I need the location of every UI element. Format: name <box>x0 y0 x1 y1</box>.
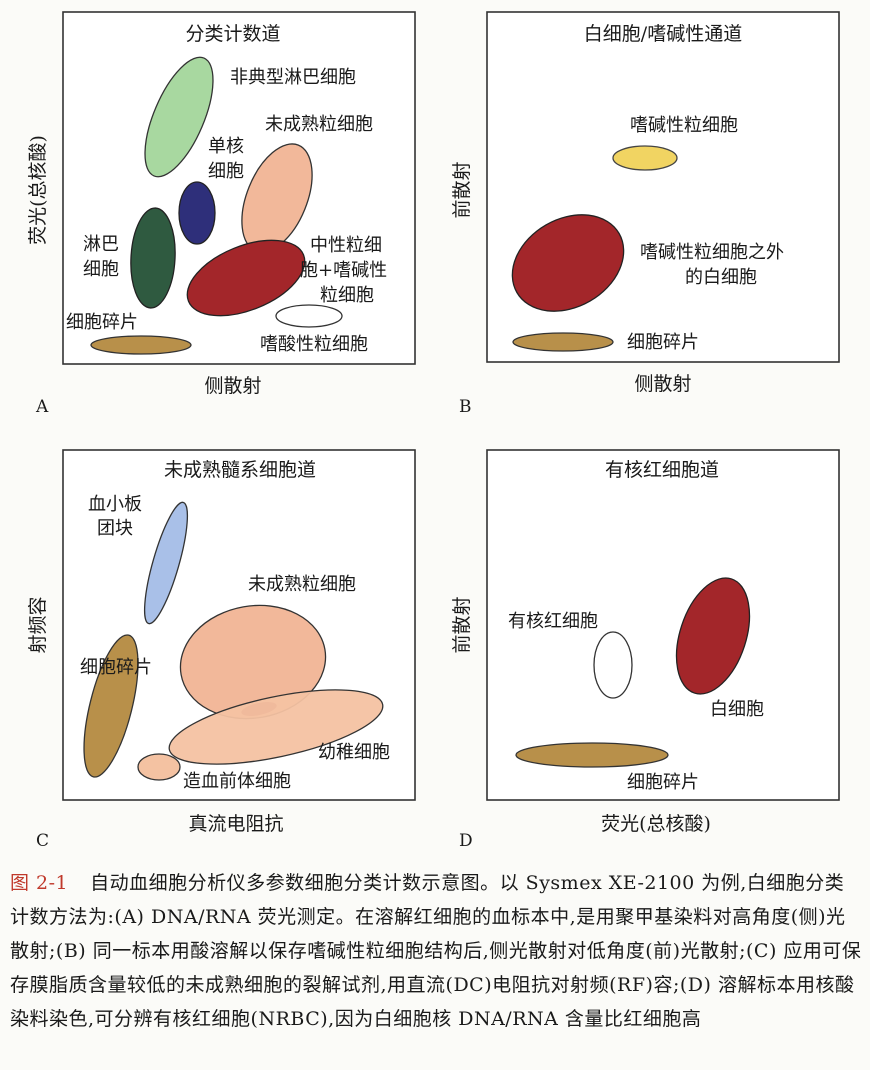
lymphocyte-ellipse <box>130 207 176 309</box>
panel-b-ylabel: 前散射 <box>451 161 473 218</box>
figure-diagram: 分类计数道 荧光(总核酸) 侧散射 A 非典型淋巴细胞 单核 细胞 未成熟粒细胞… <box>27 11 840 851</box>
other-wbc-ellipse <box>511 214 625 312</box>
eosinophil-ellipse <box>275 304 343 328</box>
label-debris-c: 细胞碎片 <box>80 657 152 678</box>
panel-d-frame <box>486 449 840 801</box>
panel-b-title: 白细胞/嗜碱性通道 <box>584 23 742 45</box>
panel-a-letter: A <box>35 397 49 417</box>
label-mono-2: 细胞 <box>208 161 244 182</box>
label-baso: 嗜碱性粒细胞 <box>630 115 738 136</box>
panel-d-ylabel: 前散射 <box>451 596 473 653</box>
label-nrbc: 有核红细胞 <box>508 611 598 632</box>
panel-a-xlabel: 侧散射 <box>204 375 261 397</box>
nrbc-ellipse <box>593 631 633 699</box>
label-mono-1: 单核 <box>208 136 244 157</box>
debris-ellipse-b <box>512 332 614 352</box>
caption-text: 自动血细胞分析仪多参数细胞分类计数示意图。以 Sysmex XE-2100 为例… <box>10 872 862 1030</box>
neutrophil-ellipse <box>186 239 306 317</box>
panel-b-letter: B <box>459 397 472 417</box>
panel-a: 分类计数道 荧光(总核酸) 侧散射 A 非典型淋巴细胞 单核 细胞 未成熟粒细胞… <box>27 11 416 417</box>
panel-b-xlabel: 侧散射 <box>634 373 691 395</box>
panel-c-ylabel: 射频容 <box>27 596 49 653</box>
basophil-ellipse <box>612 145 678 171</box>
panel-d-title: 有核红细胞道 <box>605 459 719 481</box>
label-platelet-1: 血小板 <box>88 494 142 515</box>
label-lymph-2: 细胞 <box>83 259 119 280</box>
debris-ellipse-c <box>83 634 139 778</box>
label-neut-2: 胞+嗜碱性 <box>300 260 387 281</box>
panel-c: 未成熟髓系细胞道 射频容 真流电阻抗 C 血小板 团块 未成熟粒细胞 细胞碎片 … <box>27 449 416 851</box>
label-juvenile: 幼稚细胞 <box>318 742 390 763</box>
panel-d-letter: D <box>459 831 473 851</box>
label-immature-gran-a: 未成熟粒细胞 <box>265 114 373 135</box>
monocyte-ellipse <box>178 181 216 245</box>
debris-ellipse-a <box>90 335 192 355</box>
label-other-1: 嗜碱性粒细胞之外 <box>640 242 784 263</box>
label-debris-b: 细胞碎片 <box>627 332 699 353</box>
panel-a-ylabel: 荧光(总核酸) <box>27 135 49 245</box>
panel-c-letter: C <box>36 831 49 851</box>
label-atypical-lymph: 非典型淋巴细胞 <box>230 67 356 88</box>
figure-number: 图 2-1 <box>10 872 69 894</box>
juvenile-cell-ellipse <box>168 689 384 765</box>
platelet-clump-ellipse <box>143 501 189 625</box>
debris-ellipse-d <box>515 742 669 768</box>
label-neut-1: 中性粒细 <box>310 235 382 256</box>
label-eos: 嗜酸性粒细胞 <box>260 334 368 355</box>
label-debris-d: 细胞碎片 <box>627 772 699 793</box>
label-other-2: 的白细胞 <box>685 267 757 288</box>
panel-c-xlabel: 真流电阻抗 <box>188 813 283 835</box>
panel-c-title: 未成熟髓系细胞道 <box>164 459 316 481</box>
label-debris-a: 细胞碎片 <box>66 312 138 333</box>
label-immature-gran-c: 未成熟粒细胞 <box>248 574 356 595</box>
label-platelet-2: 团块 <box>97 518 133 539</box>
label-wbc: 白细胞 <box>710 699 764 720</box>
label-neut-3: 粒细胞 <box>320 285 374 306</box>
panel-d-xlabel: 荧光(总核酸) <box>601 813 711 835</box>
label-lymph-1: 淋巴 <box>83 234 119 255</box>
panel-a-title: 分类计数道 <box>185 23 280 45</box>
panel-d: 有核红细胞道 前散射 荧光(总核酸) D 有核红细胞 白细胞 细胞碎片 <box>451 449 840 851</box>
atypical-lymph-ellipse <box>144 56 214 178</box>
wbc-ellipse <box>675 577 751 695</box>
precursor-ellipse <box>137 753 181 781</box>
panel-b: 白细胞/嗜碱性通道 前散射 侧散射 B 嗜碱性粒细胞 嗜碱性粒细胞之外 的白细胞… <box>451 11 840 417</box>
label-precursor: 造血前体细胞 <box>183 771 291 792</box>
